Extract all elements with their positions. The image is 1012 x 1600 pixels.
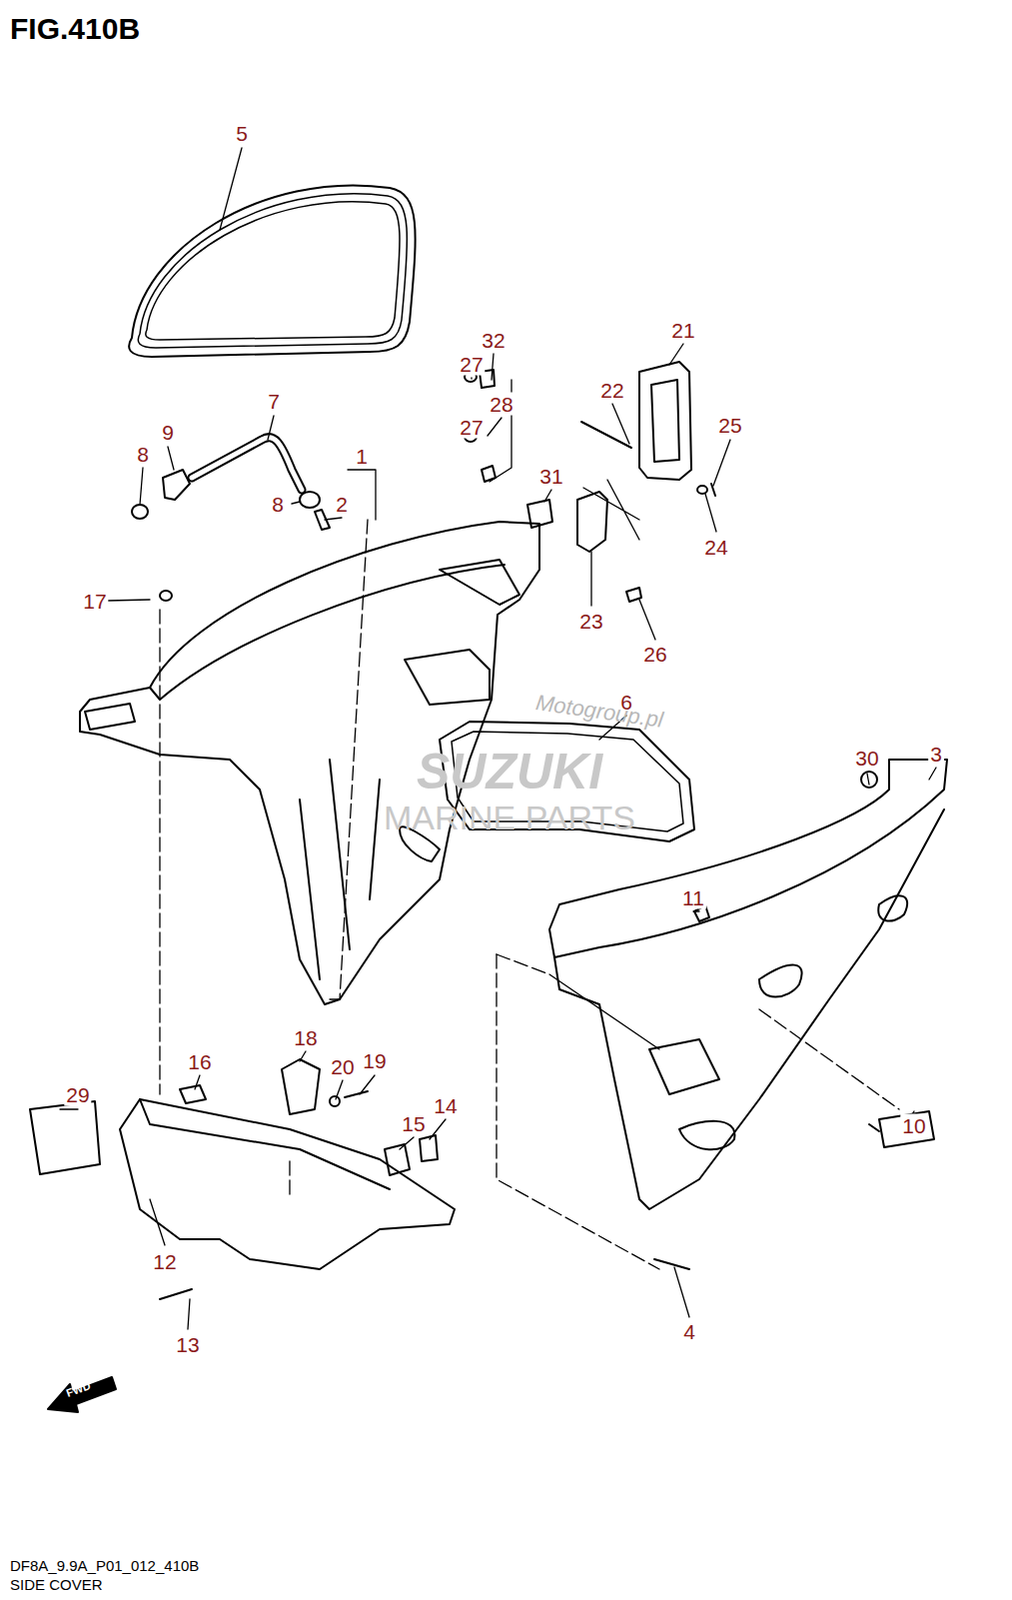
callout-number: 19 <box>360 1048 388 1072</box>
callout-number: 22 <box>598 378 626 402</box>
callout-number: 2 <box>333 492 350 516</box>
callout-number: 17 <box>80 589 108 613</box>
callout-number: 21 <box>669 318 697 342</box>
callout-number: 28 <box>487 392 515 416</box>
callout-number: 27 <box>457 352 485 376</box>
callout-number: 13 <box>173 1332 201 1356</box>
callout-number: 26 <box>641 642 669 666</box>
callout-number: 20 <box>328 1054 356 1078</box>
callout-number: 15 <box>399 1111 427 1135</box>
callout-number: 25 <box>716 413 744 437</box>
callout-number: 30 <box>853 746 881 770</box>
callout-number: 31 <box>537 464 565 488</box>
figure-title: FIG.410B <box>9 13 140 44</box>
callout-number: 14 <box>431 1093 459 1117</box>
drawing-code: DF8A_9.9A_P01_012_410B <box>9 1557 199 1573</box>
callout-number: 27 <box>457 415 485 439</box>
figure-caption: SIDE COVER <box>9 1576 103 1592</box>
callout-number: 32 <box>479 328 507 352</box>
watermark: MARINE PARTS <box>383 800 636 835</box>
callout-number: 8 <box>269 492 286 516</box>
watermark: SUZUKI <box>416 746 603 797</box>
callout-number: 1 <box>353 444 370 468</box>
callout-number: 11 <box>680 886 707 910</box>
callout-number: 23 <box>577 609 605 633</box>
callout-number: 18 <box>291 1025 319 1049</box>
callout-number: 12 <box>150 1249 178 1273</box>
callout-number: 8 <box>134 442 151 466</box>
callout-number: 24 <box>702 535 730 559</box>
callout-number: 16 <box>185 1049 213 1073</box>
callout-number: 7 <box>265 389 282 413</box>
callout-number: 10 <box>900 1113 928 1137</box>
callout-number: 4 <box>681 1319 698 1343</box>
callout-number: 29 <box>63 1082 91 1106</box>
callout-number: 5 <box>233 121 250 145</box>
callout-number: 9 <box>159 420 176 444</box>
callout-number: 3 <box>928 742 945 766</box>
